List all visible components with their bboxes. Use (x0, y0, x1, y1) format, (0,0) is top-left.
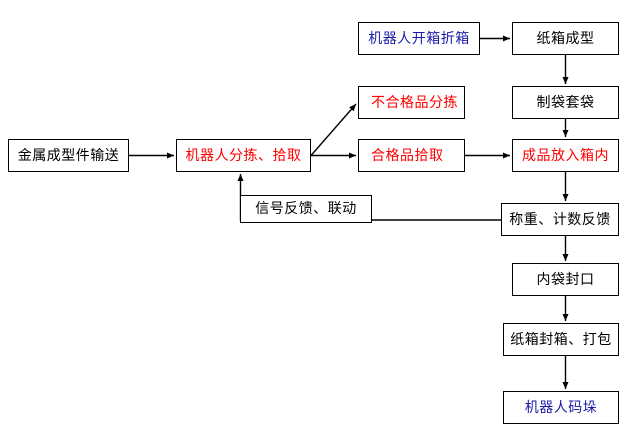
edge-sort-to-reject (310, 103, 357, 156)
node-label: 纸箱成型 (536, 30, 595, 47)
node-reject-sort[interactable]: 不合格品分拣 (358, 86, 465, 119)
node-robot-palletizing[interactable]: 机器人码垛 (503, 391, 619, 424)
node-inner-bag-sealing[interactable]: 内袋封口 (512, 263, 619, 296)
node-label: 金属成型件输送 (17, 147, 120, 164)
node-label: 机器人分拣、拾取 (185, 147, 302, 164)
node-label: 内袋封口 (536, 271, 595, 288)
node-label: 信号反馈、联动 (255, 201, 357, 217)
node-label: 机器人开箱折箱 (368, 30, 470, 47)
node-bag-making-sleeving[interactable]: 制袋套袋 (512, 86, 619, 119)
node-label: 称重、计数反馈 (509, 211, 611, 228)
node-label: 不合格品分拣 (371, 94, 458, 111)
node-label: 纸箱封箱、打包 (510, 331, 612, 348)
node-robot-open-fold-carton[interactable]: 机器人开箱折箱 (358, 22, 480, 55)
node-metal-feed[interactable]: 金属成型件输送 (8, 139, 129, 172)
node-label: 制袋套袋 (536, 94, 595, 111)
node-carton-seal-strap[interactable]: 纸箱封箱、打包 (503, 323, 619, 356)
node-robot-sort-pick[interactable]: 机器人分拣、拾取 (176, 139, 311, 172)
node-qualified-pick[interactable]: 合格品拾取 (358, 139, 465, 172)
node-carton-forming[interactable]: 纸箱成型 (512, 22, 619, 55)
node-label: 成品放入箱内 (522, 147, 609, 164)
node-label: 机器人码垛 (524, 399, 598, 416)
node-label: 合格品拾取 (371, 147, 444, 164)
node-product-into-carton[interactable]: 成品放入箱内 (512, 139, 619, 172)
node-signal-feedback-linkage[interactable]: 信号反馈、联动 (240, 195, 372, 223)
node-weigh-count-feedback[interactable]: 称重、计数反馈 (501, 203, 619, 236)
